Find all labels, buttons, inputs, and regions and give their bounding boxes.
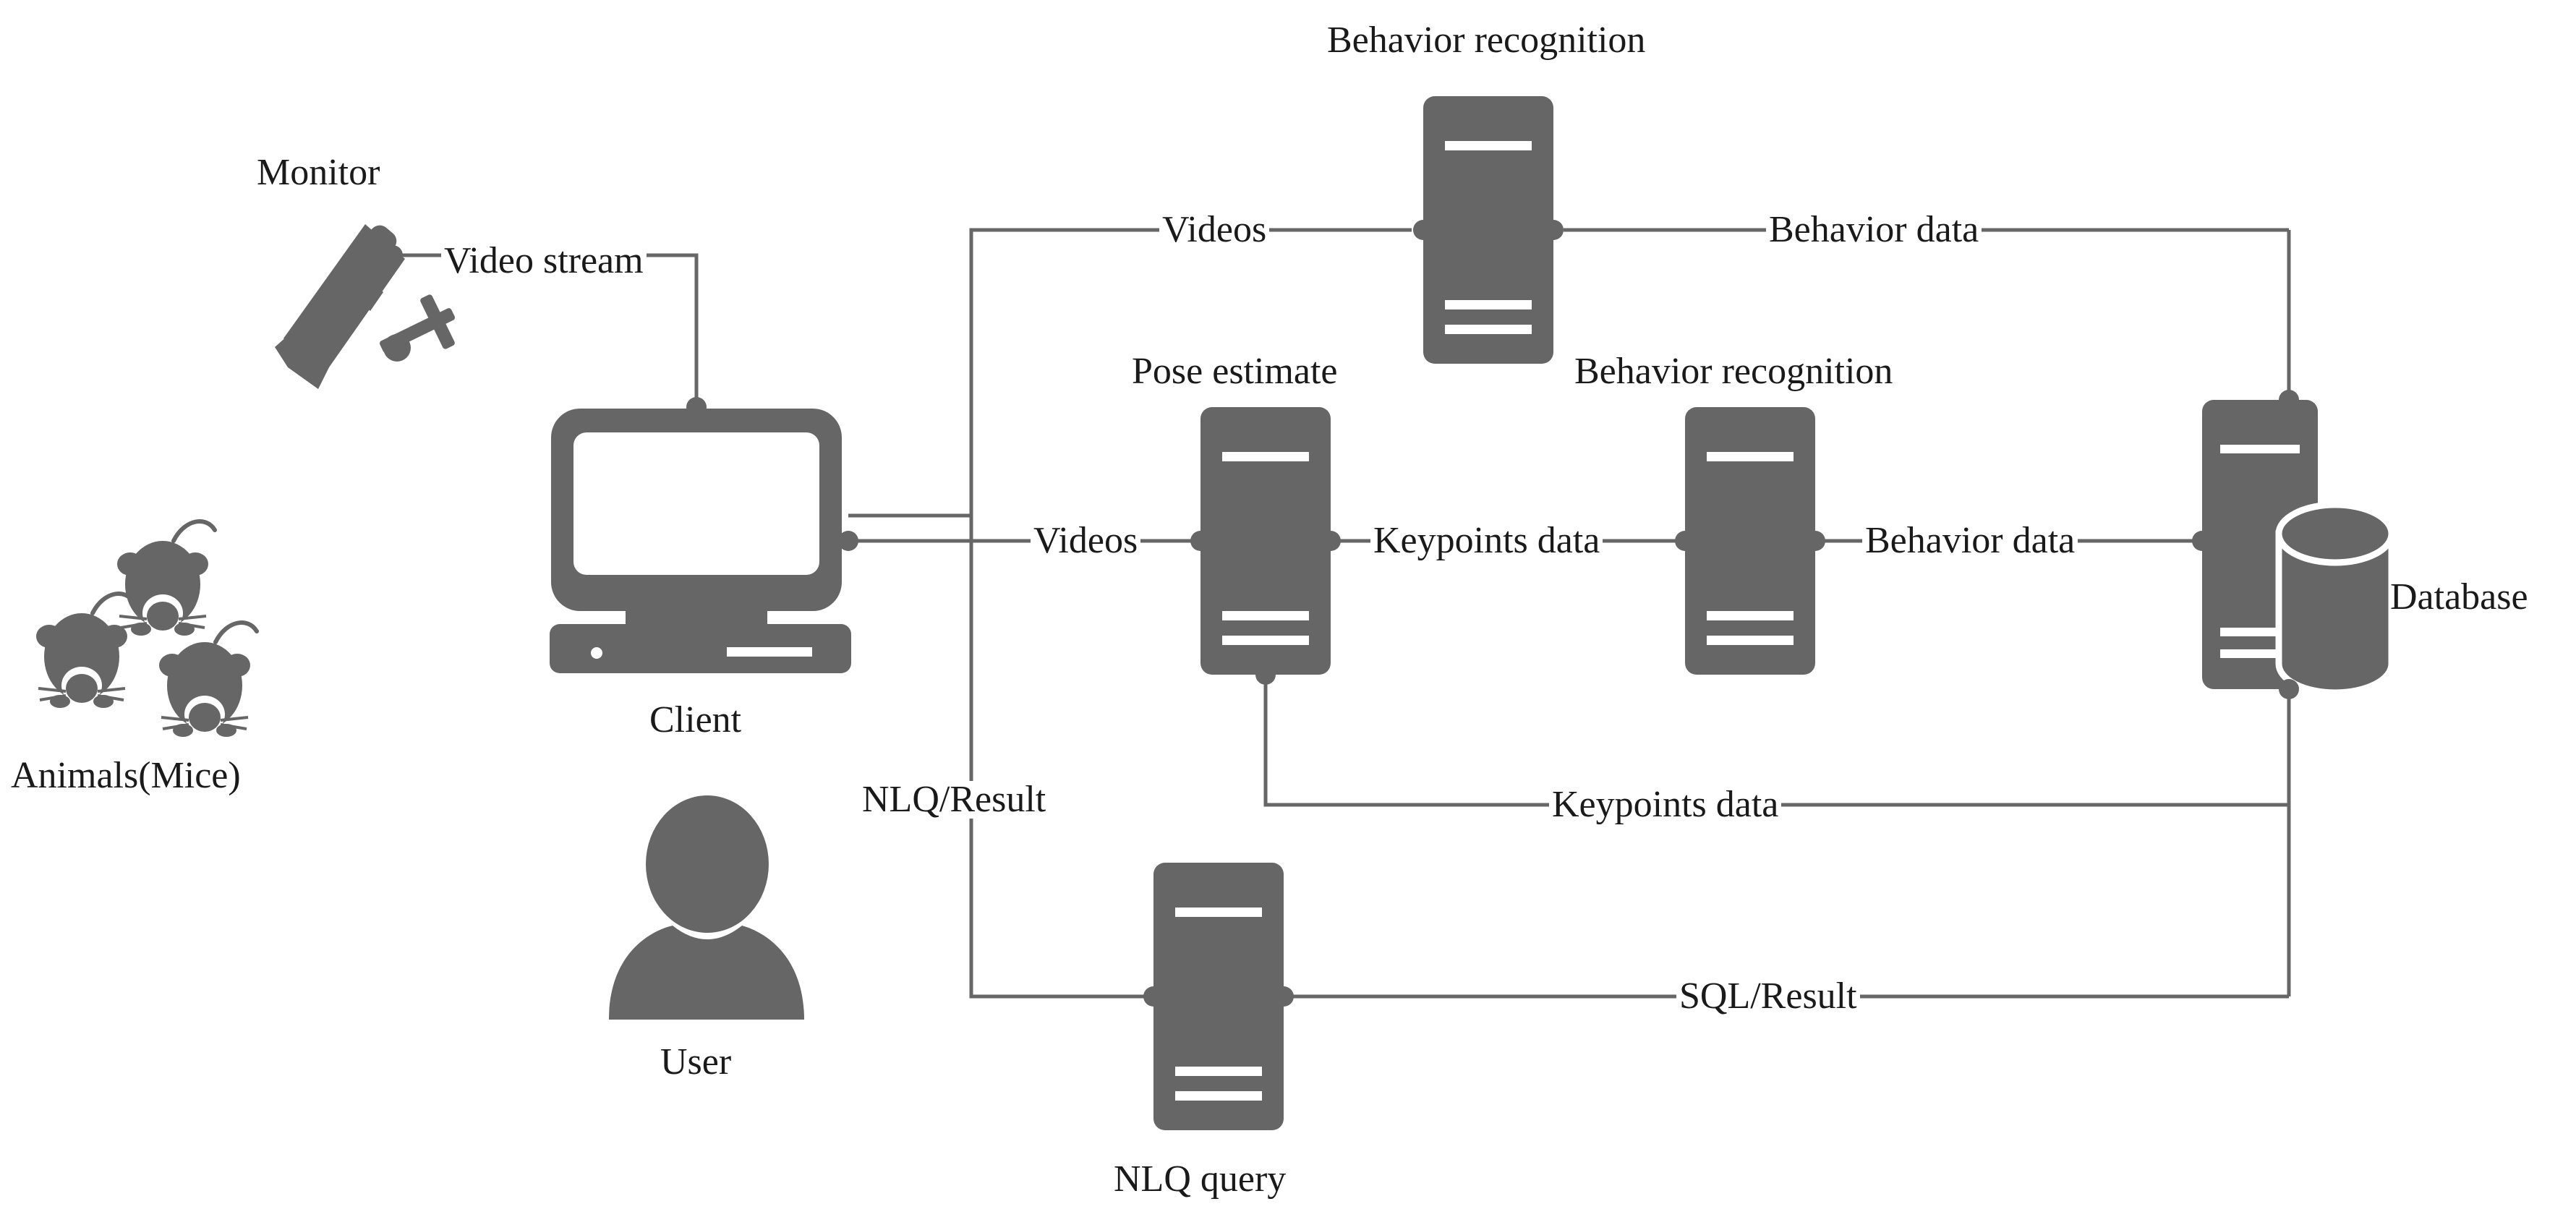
client-label: Client bbox=[649, 699, 742, 740]
nlq-query-label: NLQ query bbox=[1114, 1158, 1287, 1200]
edge-label-videos-mid: Videos bbox=[1031, 522, 1141, 560]
computer-icon bbox=[550, 409, 851, 673]
mouse-icon bbox=[36, 521, 257, 737]
server-icon bbox=[1685, 407, 1815, 675]
edge-label-nlq-result: NLQ/Result bbox=[859, 781, 1049, 819]
edge-label-keypoints-bottom: Keypoints data bbox=[1549, 786, 1782, 824]
edge-keypoints-bottom bbox=[1263, 678, 2289, 807]
animals-label: Animals(Mice) bbox=[11, 755, 241, 796]
user-label: User bbox=[660, 1041, 732, 1083]
connector-dots bbox=[383, 220, 2299, 1007]
edge-nlq-result bbox=[969, 516, 1148, 999]
server-icon bbox=[1200, 407, 1331, 675]
edge-label-videos-top: Videos bbox=[1159, 211, 1270, 249]
server-icon bbox=[1153, 863, 1284, 1130]
user-icon bbox=[609, 795, 804, 1020]
edge-label-behavior-data-mid: Behavior data bbox=[1862, 522, 2078, 560]
database-icon bbox=[2202, 400, 2395, 696]
database-label: Database bbox=[2390, 576, 2528, 618]
edge-label-keypoints-mid: Keypoints data bbox=[1370, 522, 1603, 560]
pose-estimate-label: Pose estimate bbox=[1132, 351, 1338, 392]
edge-label-behavior-data-top: Behavior data bbox=[1766, 211, 1982, 249]
behavior-recognition-top-label: Behavior recognition bbox=[1327, 20, 1646, 61]
edge-label-sql-result: SQL/Result bbox=[1676, 978, 1860, 1015]
behavior-recognition-mid-label: Behavior recognition bbox=[1574, 351, 1893, 392]
monitor-label: Monitor bbox=[257, 152, 380, 193]
camera-icon bbox=[275, 224, 456, 389]
edge-label-video-stream: Video stream bbox=[441, 242, 647, 280]
server-icon bbox=[1423, 96, 1553, 364]
